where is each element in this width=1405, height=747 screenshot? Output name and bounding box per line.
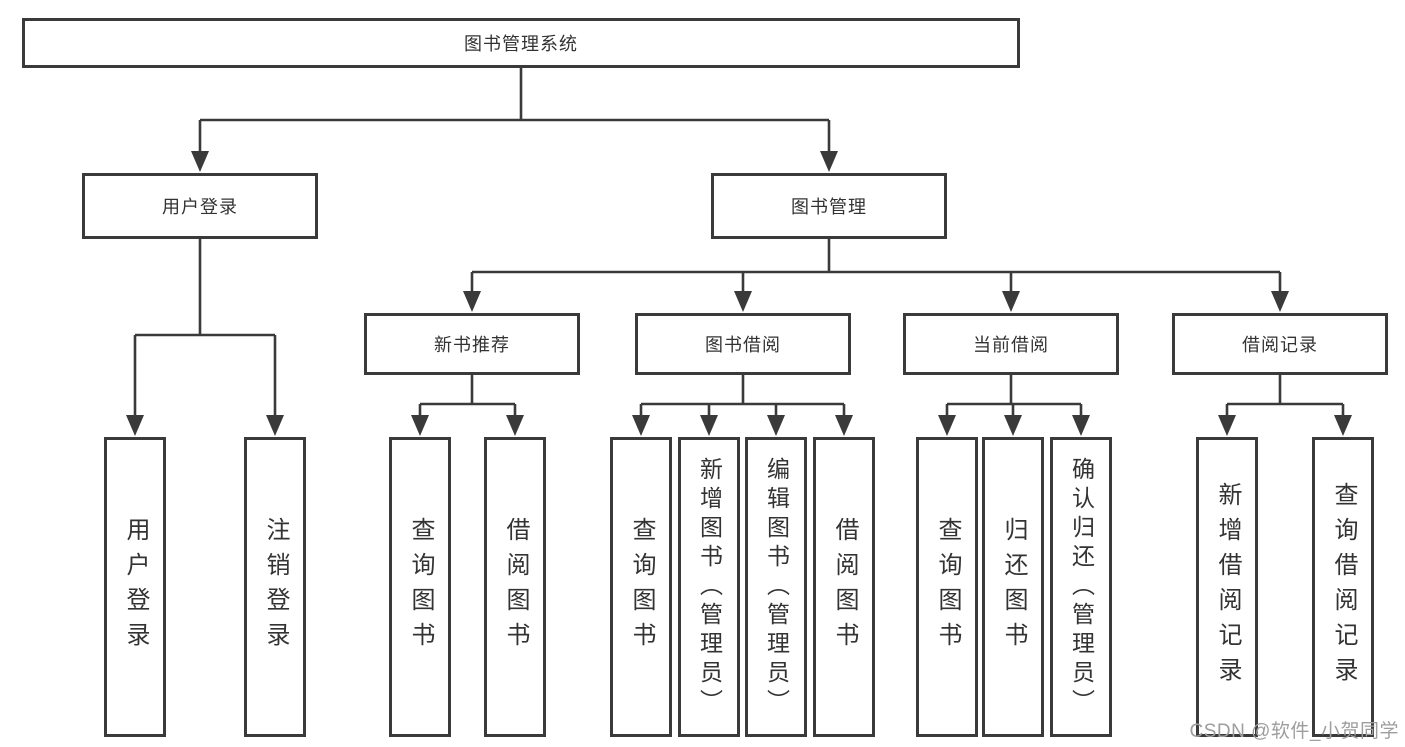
- leaf-borrow-books-1-label: 借阅图书: [502, 517, 529, 657]
- leaf-add-borrow-record: 新增借阅记录: [1196, 437, 1258, 737]
- node-user-login-branch-label: 用户登录: [162, 197, 238, 217]
- node-new-book-recommend-label: 新书推荐: [434, 335, 510, 355]
- node-current-borrowing-label: 当前借阅: [973, 335, 1049, 355]
- leaf-query-books-3: 查询图书: [916, 437, 978, 737]
- leaf-confirm-return-admin-label: 确认归还（管理员）: [1068, 456, 1095, 718]
- node-book-borrowing: 图书借阅: [635, 313, 851, 375]
- node-new-book-recommend: 新书推荐: [364, 313, 580, 375]
- csdn-watermark: CSDN @软件_小贺同学: [1189, 721, 1399, 742]
- leaf-query-books-1: 查询图书: [389, 437, 451, 737]
- leaf-logout-label: 注销登录: [262, 517, 289, 657]
- leaf-borrow-books-2: 借阅图书: [813, 437, 875, 737]
- node-user-login-branch: 用户登录: [82, 173, 318, 239]
- leaf-query-borrow-record: 查询借阅记录: [1312, 437, 1374, 737]
- node-borrowing-records: 借阅记录: [1172, 313, 1388, 375]
- leaf-query-books-1-label: 查询图书: [407, 517, 434, 657]
- leaf-query-books-2-label: 查询图书: [628, 517, 655, 657]
- leaf-return-books-label: 归还图书: [1000, 517, 1027, 657]
- leaf-user-login-label: 用户登录: [122, 517, 149, 657]
- node-current-borrowing: 当前借阅: [903, 313, 1119, 375]
- node-book-borrowing-label: 图书借阅: [705, 335, 781, 355]
- leaf-user-login: 用户登录: [104, 437, 166, 737]
- leaf-query-borrow-record-label: 查询借阅记录: [1330, 482, 1357, 692]
- node-root: 图书管理系统: [22, 18, 1020, 68]
- node-root-label: 图书管理系统: [464, 34, 578, 54]
- node-book-management-branch-label: 图书管理: [791, 197, 867, 217]
- leaf-add-books-admin: 新增图书（管理员）: [678, 437, 740, 737]
- leaf-return-books: 归还图书: [982, 437, 1044, 737]
- tree-connector-path: [133, 68, 1345, 418]
- leaf-edit-books-admin-label: 编辑图书（管理员）: [763, 456, 790, 718]
- leaf-query-books-2: 查询图书: [610, 437, 672, 737]
- leaf-borrow-books-1: 借阅图书: [484, 437, 546, 737]
- leaf-confirm-return-admin: 确认归还（管理员）: [1050, 437, 1112, 737]
- leaf-add-books-admin-label: 新增图书（管理员）: [696, 456, 723, 718]
- leaf-query-books-3-label: 查询图书: [934, 517, 961, 657]
- node-borrowing-records-label: 借阅记录: [1242, 335, 1318, 355]
- leaf-edit-books-admin: 编辑图书（管理员）: [745, 437, 807, 737]
- leaf-logout: 注销登录: [244, 437, 306, 737]
- leaf-add-borrow-record-label: 新增借阅记录: [1214, 482, 1241, 692]
- node-book-management-branch: 图书管理: [711, 173, 947, 239]
- leaf-borrow-books-2-label: 借阅图书: [831, 517, 858, 657]
